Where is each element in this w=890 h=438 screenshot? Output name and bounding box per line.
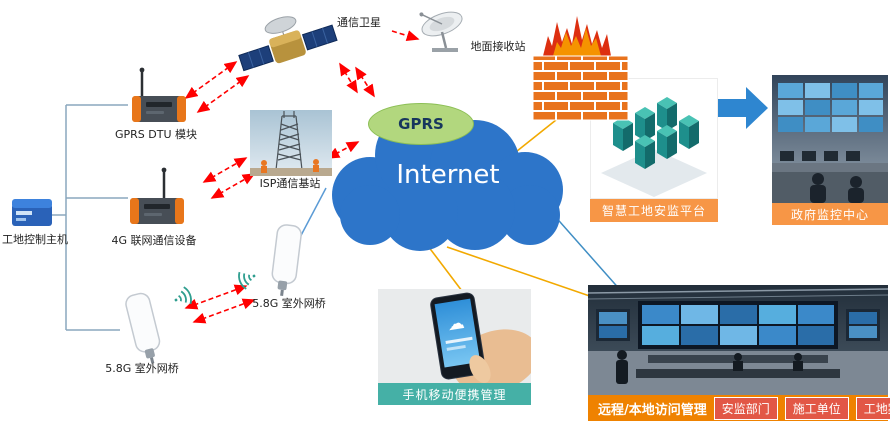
- lte-device-label: 4G 联网通信设备: [111, 234, 197, 247]
- isp-station-image: [250, 110, 332, 176]
- site-host-label: 工地控制主机: [2, 233, 68, 246]
- outdoor-bridge-right-icon: [256, 222, 314, 302]
- outdoor-bridge-left-label: 5.8G 室外网桥: [105, 362, 179, 375]
- firewall-icon: [531, 12, 631, 128]
- svg-text:☁: ☁: [446, 313, 466, 335]
- outdoor-bridge-right-label: 5.8G 室外网桥: [252, 297, 326, 310]
- site-host-icon: [6, 192, 58, 238]
- outdoor-bridge-left-icon: [112, 290, 172, 370]
- wired-links: [50, 104, 128, 331]
- satellite-label: 通信卫星: [337, 16, 381, 29]
- gov-center-title: 政府监控中心: [772, 203, 888, 225]
- mobile-management-image: ☁: [378, 289, 531, 383]
- internet-label: Internet: [396, 160, 500, 190]
- gprs-cloud: GPRS: [368, 103, 474, 145]
- ground-station-icon: [414, 4, 474, 60]
- wifi-signal-icon: [174, 271, 256, 305]
- site-field-button[interactable]: 工地案场: [855, 396, 890, 420]
- gprs-dtu-label: GPRS DTU 模块: [114, 128, 198, 141]
- construction-unit-button[interactable]: 施工单位: [784, 396, 849, 420]
- isp-station-label: ISP通信基站: [259, 177, 321, 190]
- satellite-icon: [236, 0, 338, 90]
- access-management-title: 远程/本地访问管理: [598, 402, 707, 418]
- gprs-dtu-icon: [126, 66, 190, 132]
- ground-station-label: 地面接收站: [470, 40, 526, 53]
- internet-cloud: [325, 95, 565, 259]
- access-management-bar: 远程/本地访问管理 安监部门 施工单位 工地案场: [588, 395, 890, 421]
- mobile-management-title: 手机移动便携管理: [378, 383, 531, 405]
- wireless-arrows: [184, 61, 375, 324]
- safety-platform-title: 智慧工地安监平台: [590, 199, 718, 222]
- flow-arrow-icon: [718, 86, 770, 134]
- safety-dept-button[interactable]: 安监部门: [713, 396, 778, 420]
- access-management-image: [588, 285, 888, 395]
- gov-center-image: [772, 75, 888, 203]
- satellite-to-ground-arrow: [391, 30, 420, 42]
- lte-device-icon: [124, 166, 188, 236]
